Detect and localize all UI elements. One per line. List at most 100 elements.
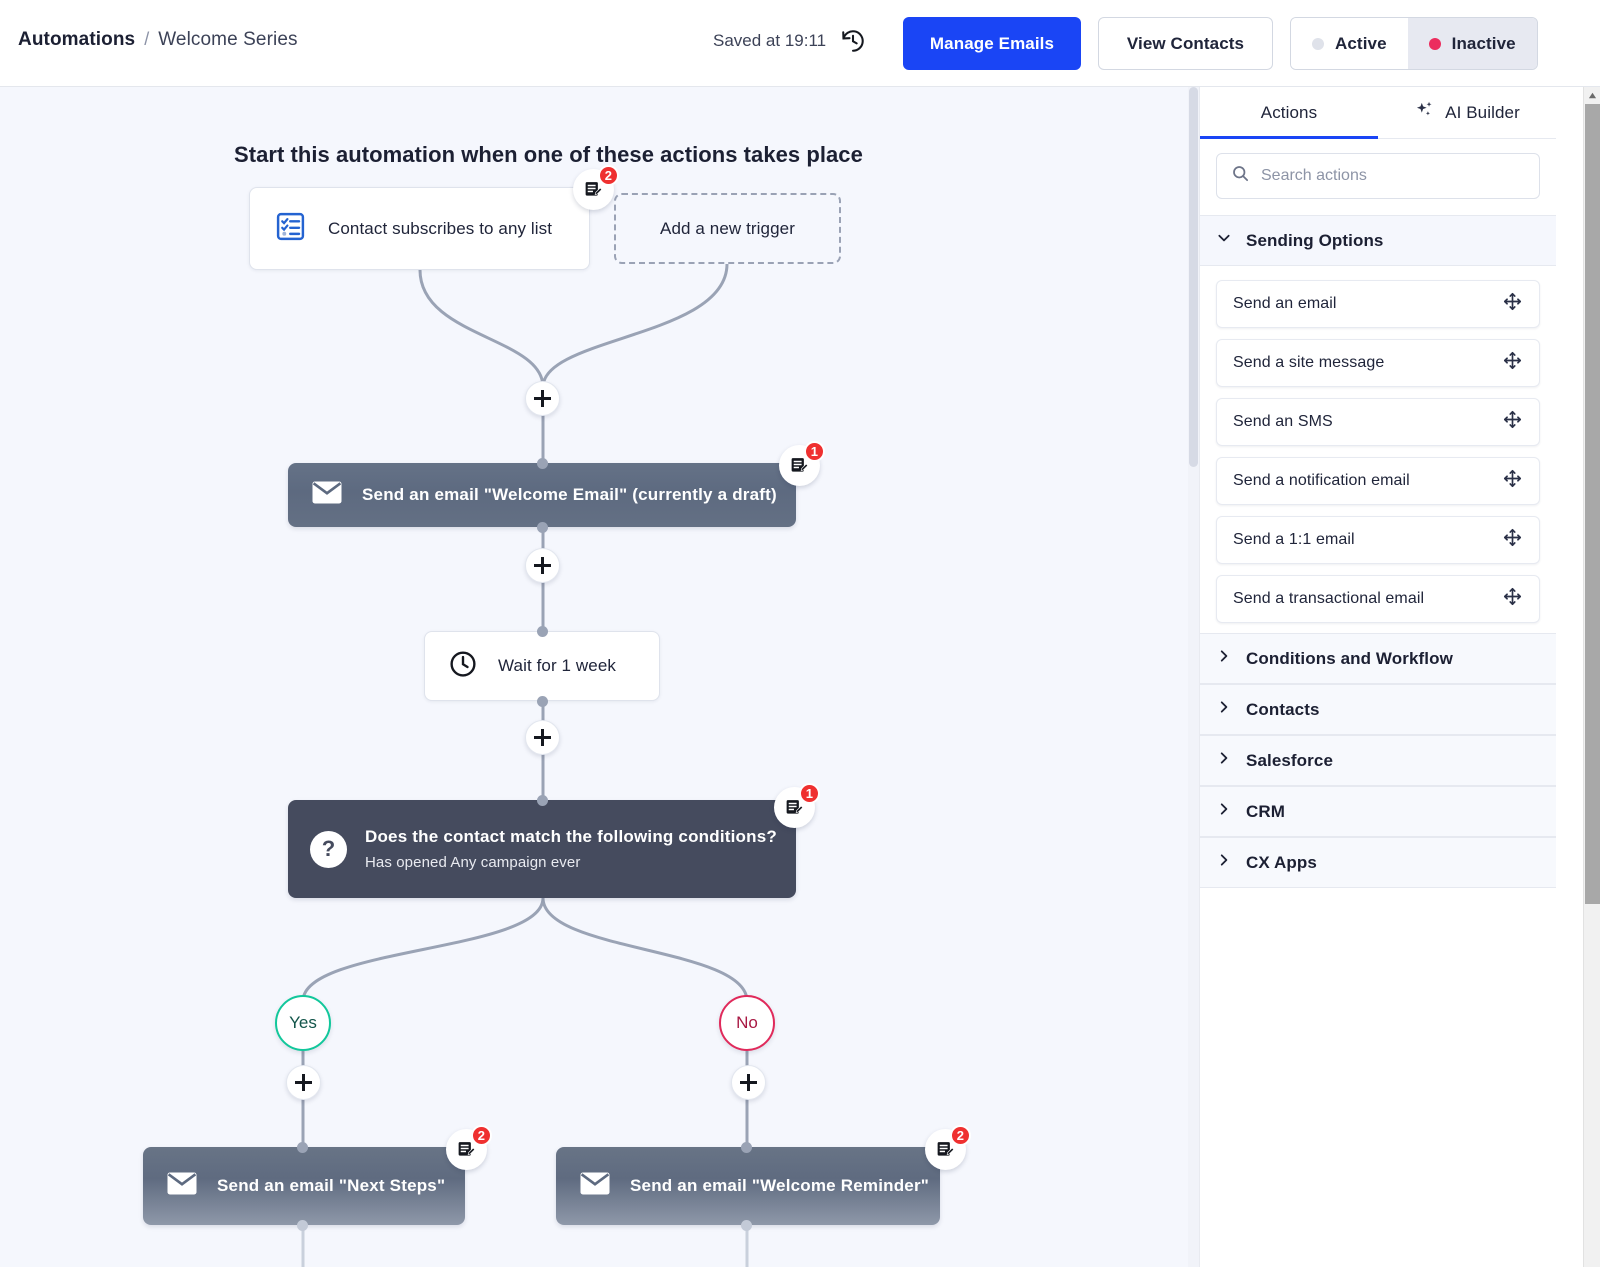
- move-arrows-icon[interactable]: [1502, 291, 1523, 317]
- tab-actions-label: Actions: [1260, 102, 1318, 122]
- tab-ai-builder[interactable]: AI Builder: [1378, 87, 1556, 138]
- group-header-cx-apps[interactable]: CX Apps: [1200, 837, 1556, 888]
- status-inactive-option[interactable]: Inactive: [1407, 18, 1537, 69]
- add-step-button-3[interactable]: [525, 720, 560, 755]
- status-inactive-dot: [1428, 37, 1441, 50]
- group-label: CRM: [1246, 801, 1286, 821]
- status-active-option[interactable]: Active: [1291, 18, 1408, 69]
- canvas-headline: Start this automation when one of these …: [234, 142, 863, 167]
- add-step-button-2[interactable]: [525, 548, 560, 583]
- action-send-a-1-1-email[interactable]: Send a 1:1 email: [1216, 516, 1540, 564]
- action-send-an-email[interactable]: Send an email: [1216, 280, 1540, 328]
- action-node-label: Send an email "Next Steps": [217, 1176, 446, 1195]
- canvas-scrollbar-thumb[interactable]: [1189, 87, 1198, 467]
- branch-chip-yes[interactable]: Yes: [275, 995, 331, 1051]
- action-label: Send a notification email: [1233, 472, 1410, 489]
- move-arrows-icon[interactable]: [1502, 409, 1523, 435]
- notes-count-badge: 1: [803, 441, 825, 462]
- chevron-right-icon: [1216, 852, 1232, 873]
- branch-chip-no[interactable]: No: [719, 995, 775, 1051]
- condition-node-title: Does the contact match the following con…: [365, 827, 777, 846]
- node-anchor-bottom-welcome-reminder: [741, 1220, 752, 1231]
- trigger-node-label: Contact subscribes to any list: [328, 218, 553, 238]
- action-send-a-site-message[interactable]: Send a site message: [1216, 339, 1540, 387]
- canvas-scrollbar[interactable]: [1188, 87, 1199, 1267]
- condition-node[interactable]: ? Does the contact match the following c…: [288, 800, 796, 898]
- action-label: Send a 1:1 email: [1233, 531, 1355, 548]
- condition-node-subtitle: Has opened Any campaign ever: [365, 854, 581, 871]
- action-node-send-welcome-email[interactable]: Send an email "Welcome Email" (currently…: [288, 463, 796, 527]
- status-active-label: Active: [1335, 33, 1387, 53]
- automation-canvas[interactable]: Start this automation when one of these …: [0, 87, 1190, 1267]
- manage-emails-button[interactable]: Manage Emails: [903, 17, 1081, 70]
- actions-panel: Actions AI Builder: [1199, 87, 1556, 1267]
- search-icon: [1231, 164, 1250, 188]
- group-header-sending-options[interactable]: Sending Options: [1200, 215, 1556, 266]
- tab-actions[interactable]: Actions: [1200, 87, 1378, 139]
- group-header-salesforce[interactable]: Salesforce: [1200, 735, 1556, 786]
- view-contacts-button[interactable]: View Contacts: [1098, 17, 1273, 70]
- move-arrows-icon[interactable]: [1502, 527, 1523, 553]
- notes-edit-icon: [585, 182, 603, 196]
- notes-badge-trigger[interactable]: 2: [573, 165, 619, 210]
- action-label: Send an SMS: [1233, 413, 1333, 430]
- notes-badge-next-steps[interactable]: 2: [446, 1125, 492, 1170]
- automation-status-toggle[interactable]: Active Inactive: [1290, 17, 1538, 70]
- notes-edit-icon: [786, 800, 804, 814]
- add-step-button-no-branch[interactable]: [731, 1065, 766, 1100]
- action-node-wait[interactable]: Wait for 1 week: [424, 631, 660, 701]
- breadcrumb: Automations / Welcome Series: [18, 29, 298, 51]
- notes-badge-email1[interactable]: 1: [779, 441, 825, 486]
- breadcrumb-current-page: Welcome Series: [158, 29, 298, 50]
- history-clock-icon[interactable]: [840, 28, 866, 54]
- action-send-a-notification-email[interactable]: Send a notification email: [1216, 457, 1540, 505]
- search-input[interactable]: [1261, 167, 1525, 185]
- move-arrows-icon[interactable]: [1502, 468, 1523, 494]
- envelope-icon: [580, 1172, 610, 1200]
- page-scrollbar-thumb[interactable]: [1585, 104, 1600, 904]
- add-step-button-yes-branch[interactable]: [286, 1065, 321, 1100]
- node-anchor-top-email1: [537, 458, 548, 469]
- action-node-send-next-steps[interactable]: Send an email "Next Steps": [143, 1147, 465, 1225]
- status-active-dot: [1312, 37, 1324, 50]
- group-header-contacts[interactable]: Contacts: [1200, 684, 1556, 735]
- notes-count-badge: 1: [798, 783, 820, 804]
- action-send-an-sms[interactable]: Send an SMS: [1216, 398, 1540, 446]
- scroll-up-arrow-icon[interactable]: [1584, 87, 1600, 104]
- panel-tab-bar: Actions AI Builder: [1200, 87, 1556, 139]
- page-scrollbar[interactable]: [1583, 87, 1600, 1267]
- saved-timestamp: Saved at 19:11: [713, 31, 827, 50]
- group-body-sending-options: Send an email Send a site message Send: [1200, 266, 1556, 633]
- notes-badge-condition[interactable]: 1: [774, 783, 820, 828]
- search-actions-box[interactable]: [1216, 153, 1540, 199]
- question-mark-icon: ?: [310, 830, 347, 868]
- add-new-trigger-button[interactable]: Add a new trigger: [614, 193, 841, 264]
- group-header-conditions-and-workflow[interactable]: Conditions and Workflow: [1200, 633, 1556, 684]
- action-node-send-welcome-reminder[interactable]: Send an email "Welcome Reminder": [556, 1147, 940, 1225]
- status-inactive-label: Inactive: [1451, 33, 1516, 53]
- group-header-crm[interactable]: CRM: [1200, 786, 1556, 837]
- branch-yes-label: Yes: [289, 1013, 317, 1032]
- chevron-right-icon: [1216, 801, 1232, 822]
- trigger-node-contact-subscribes[interactable]: Contact subscribes to any list: [249, 187, 590, 270]
- top-header-bar: Automations / Welcome Series Saved at 19…: [0, 0, 1600, 87]
- move-arrows-icon[interactable]: [1502, 586, 1523, 612]
- add-trigger-label: Add a new trigger: [660, 218, 795, 238]
- node-anchor-top-condition: [537, 795, 548, 806]
- save-status: Saved at 19:11: [713, 28, 866, 54]
- checklist-icon: [275, 211, 306, 247]
- envelope-icon: [312, 481, 342, 509]
- notes-badge-welcome-reminder[interactable]: 2: [925, 1125, 971, 1170]
- action-node-label: Send an email "Welcome Email" (currently…: [362, 485, 777, 504]
- group-label: CX Apps: [1246, 852, 1317, 872]
- node-anchor-top-welcome-reminder: [741, 1142, 752, 1153]
- notes-edit-icon: [937, 1142, 955, 1156]
- notes-edit-icon: [791, 458, 809, 472]
- action-send-a-transactional-email[interactable]: Send a transactional email: [1216, 575, 1540, 623]
- group-label: Sending Options: [1246, 230, 1384, 250]
- node-anchor-top-next-steps: [297, 1142, 308, 1153]
- add-step-button-1[interactable]: [525, 381, 560, 416]
- breadcrumb-automations-link[interactable]: Automations: [18, 29, 136, 50]
- move-arrows-icon[interactable]: [1502, 350, 1523, 376]
- clock-icon: [448, 649, 478, 684]
